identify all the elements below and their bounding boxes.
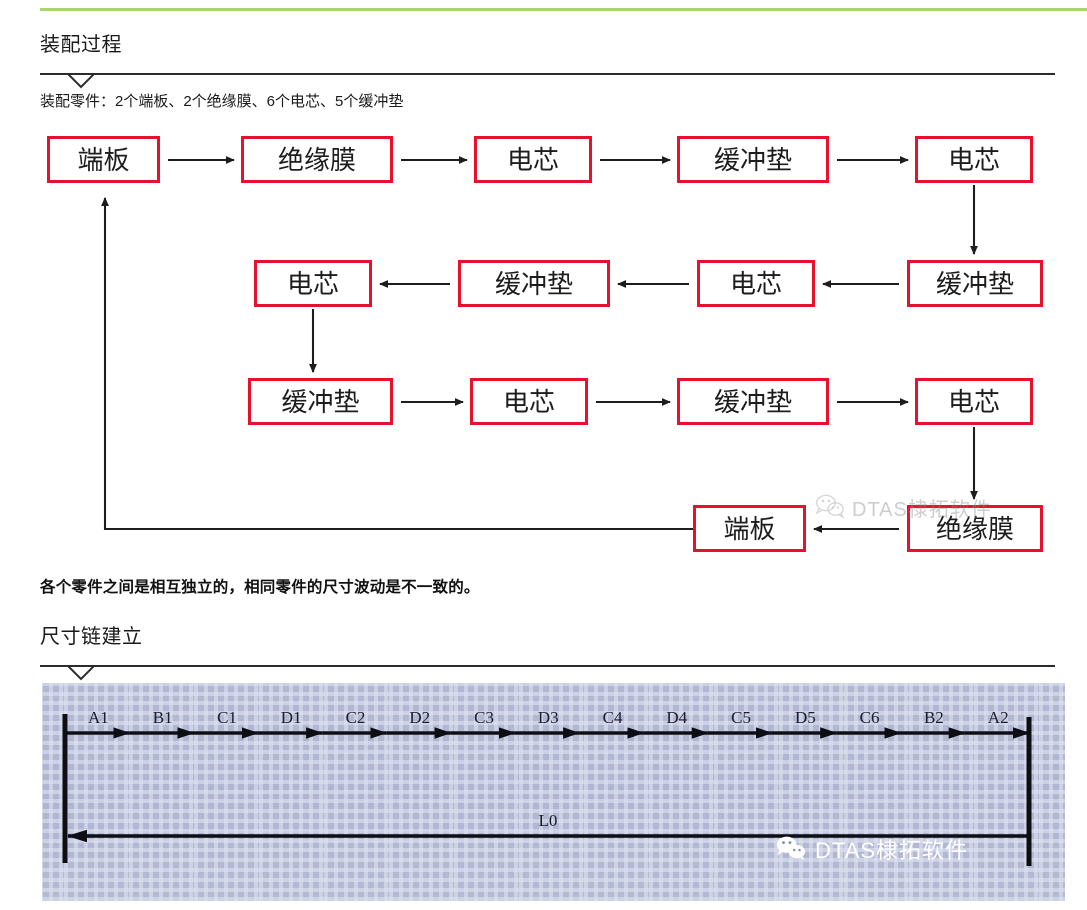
flow-node[interactable]: 电芯 (697, 260, 815, 307)
chain-link-label: D1 (281, 708, 302, 727)
flow-node[interactable]: 端板 (693, 505, 806, 552)
chain-link-label: B2 (924, 708, 944, 727)
chain-link-label: C4 (603, 708, 623, 727)
flow-node[interactable]: 缓冲垫 (677, 136, 829, 183)
heading-divider-chain (40, 665, 1055, 685)
chain-link-label: C6 (860, 708, 880, 727)
closing-link-label: L0 (539, 811, 558, 830)
chain-link-label: A2 (988, 708, 1009, 727)
dimension-chain-drawing: A1 B1 C1 D1 C2 D2 C3 D3 C4 D4 C5 D5 C6 B2 A2 L0 (62, 708, 1032, 866)
assembly-parts-caption: 装配零件：2个端板、2个绝缘膜、6个电芯、5个缓冲垫 (40, 93, 404, 110)
chain-link-label: C1 (217, 708, 237, 727)
flow-node[interactable]: 电芯 (474, 136, 592, 183)
chain-link-label: A1 (88, 708, 109, 727)
flow-node[interactable]: 电芯 (915, 136, 1033, 183)
chevron-down-icon (68, 666, 94, 681)
flow-node[interactable]: 电芯 (254, 260, 372, 307)
divider-bar (40, 665, 1055, 667)
flow-node[interactable]: 缓冲垫 (458, 260, 610, 307)
flow-node[interactable]: 端板 (47, 136, 160, 183)
flow-node[interactable]: 缓冲垫 (907, 260, 1043, 307)
flow-connectors (101, 156, 978, 533)
chain-link-label: C2 (346, 708, 366, 727)
flow-node[interactable]: 电芯 (470, 378, 588, 425)
chain-link-label: D3 (538, 708, 559, 727)
divider-bar (40, 73, 1055, 75)
chain-link-label: B1 (153, 708, 173, 727)
chevron-down-icon (68, 74, 94, 89)
assembly-flow-diagram: 端板 绝缘膜 电芯 缓冲垫 电芯 电芯 缓冲垫 电芯 缓冲垫 缓冲垫 电芯 缓冲… (0, 120, 1087, 565)
heading-divider-assembly (40, 73, 1055, 93)
flow-node[interactable]: 缓冲垫 (677, 378, 829, 425)
top-accent-rule (40, 8, 1087, 11)
chain-grid-background (42, 683, 1065, 901)
chain-link-label: D4 (666, 708, 687, 727)
flow-node[interactable]: 缓冲垫 (248, 378, 393, 425)
chain-link-label: C5 (731, 708, 751, 727)
chain-link-label: D5 (795, 708, 816, 727)
flow-node[interactable]: 电芯 (915, 378, 1033, 425)
chain-link-label: D2 (409, 708, 430, 727)
flow-node[interactable]: 绝缘膜 (241, 136, 393, 183)
emphasis-note: 各个零件之间是相互独立的，相同零件的尺寸波动是不一致的。 (40, 579, 480, 596)
dimension-chain-panel: A1 B1 C1 D1 C2 D2 C3 D3 C4 D4 C5 D5 C6 B2 A2 L0 (42, 683, 1065, 901)
chain-link-label: C3 (474, 708, 494, 727)
page-title-dimension-chain: 尺寸链建立 (40, 626, 143, 648)
page-title-assembly-process: 装配过程 (40, 34, 122, 56)
flow-node[interactable]: 绝缘膜 (907, 505, 1043, 552)
